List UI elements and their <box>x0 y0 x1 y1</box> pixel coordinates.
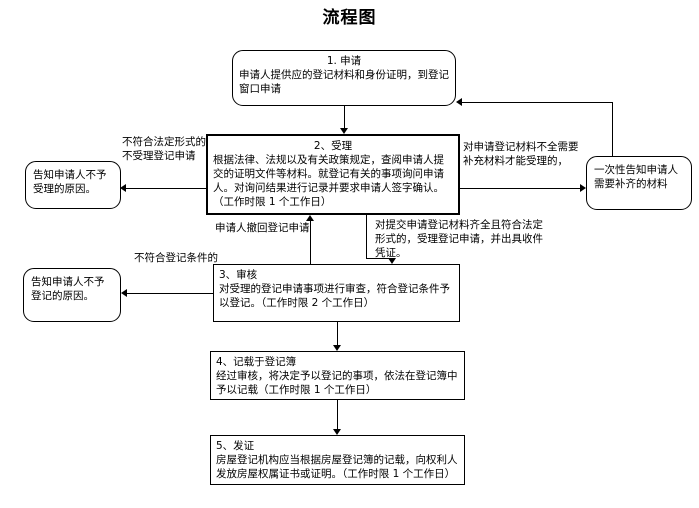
node-step5-body: 房屋登记机构应当根据房屋登记簿的记载，向权利人发放房屋权属证书或证明。（工作时限… <box>216 454 458 480</box>
arrowhead-step3-noregister <box>121 289 127 297</box>
arrowhead-step2-step3 <box>388 258 396 264</box>
node-notify-supplement-body: 一次性告知申请人需要补齐的材料 <box>594 164 678 190</box>
connector-step4-step5-line <box>337 400 338 429</box>
node-step4-body: 经过审核，将决定予以登记的事项，依法在登记簿中予以记载（工作时限 1 个工作日） <box>216 370 458 396</box>
node-notify-supplement: 一次性告知申请人需要补齐的材料 <box>586 156 692 210</box>
node-notify-no-accept-body: 告知申请人不予受理的原因。 <box>33 169 107 195</box>
node-step2-heading: 2、受理 <box>313 140 353 152</box>
edge-label-complete-accept: 对提交申请登记材料齐全且符合法定形式的，受理登记申请，并出具收件凭证。 <box>375 219 543 259</box>
connector-step2-supplement-line <box>460 188 580 189</box>
edge-label-withdraw: 申请人撤回登记申请 <box>215 222 310 234</box>
connector-step1-step2-line <box>344 106 345 128</box>
node-step4-record: 4、记载于登记簿 经过审核，将决定予以登记的事项，依法在登记簿中予以记载（工作时… <box>210 351 465 400</box>
node-step5-heading: 5、发证 <box>216 440 255 452</box>
node-step3-heading: 3、审核 <box>219 269 258 281</box>
node-notify-no-register-body: 告知申请人不予登记的原因。 <box>31 276 105 302</box>
node-step2-body: 根据法律、法规以及有关政策规定，查阅申请人提交的证明文件等材料。就登记有关的事项… <box>213 154 444 208</box>
connector-step2-step3-hline <box>366 258 392 259</box>
node-step3-body: 对受理的登记申请事项进行审查，符合登记条件予以登记。（工作时限 2 个工作日） <box>219 283 450 309</box>
arrowhead-step2-noaccept <box>120 184 126 192</box>
connector-step3-noregister-line <box>127 293 213 294</box>
node-step3-review: 3、审核 对受理的登记申请事项进行审查，符合登记条件予以登记。（工作时限 2 个… <box>213 264 460 322</box>
node-step5-issue: 5、发证 房屋登记机构应当根据房屋登记簿的记载，向权利人发放房屋权属证书或证明。… <box>210 435 465 485</box>
node-step1-apply: 1. 申请 申请人提供应的登记材料和身份证明，到登记窗口申请 <box>232 50 456 106</box>
arrowhead-step3-step4 <box>333 345 341 351</box>
node-step1-body: 申请人提供应的登记材料和身份证明，到登记窗口申请 <box>239 69 449 95</box>
connector-step3-step4-line <box>337 322 338 345</box>
connector-step2-step3-vline <box>366 215 367 258</box>
edge-label-not-meet-condition: 不符合登记条件的 <box>134 252 218 264</box>
arrowhead-step4-step5 <box>333 429 341 435</box>
arrowhead-supplement-step1 <box>456 98 462 106</box>
edge-label-not-legal-form: 不符合法定形式的不受理登记申请 <box>122 136 206 162</box>
node-step2-accept: 2、受理 根据法律、法规以及有关政策规定，查阅申请人提交的证明文件等材料。就登记… <box>206 134 460 215</box>
arrowhead-step1-step2 <box>340 128 348 134</box>
node-notify-no-accept: 告知申请人不予受理的原因。 <box>25 161 121 209</box>
connector-withdraw-line <box>310 221 311 264</box>
node-notify-no-register: 告知申请人不予登记的原因。 <box>23 268 121 322</box>
page-title: 流程图 <box>322 8 377 28</box>
edge-label-incomplete-materials: 对申请登记材料不全需要补充材料才能受理的， <box>463 141 579 167</box>
connector-step2-noaccept-line <box>126 188 206 189</box>
node-step1-heading: 1. 申请 <box>326 55 362 67</box>
connector-supplement-step1-vline <box>612 102 613 156</box>
arrowhead-withdraw <box>306 215 314 221</box>
node-step4-heading: 4、记载于登记簿 <box>216 356 297 368</box>
connector-supplement-step1-hline <box>462 102 613 103</box>
arrowhead-step2-supplement <box>580 184 586 192</box>
